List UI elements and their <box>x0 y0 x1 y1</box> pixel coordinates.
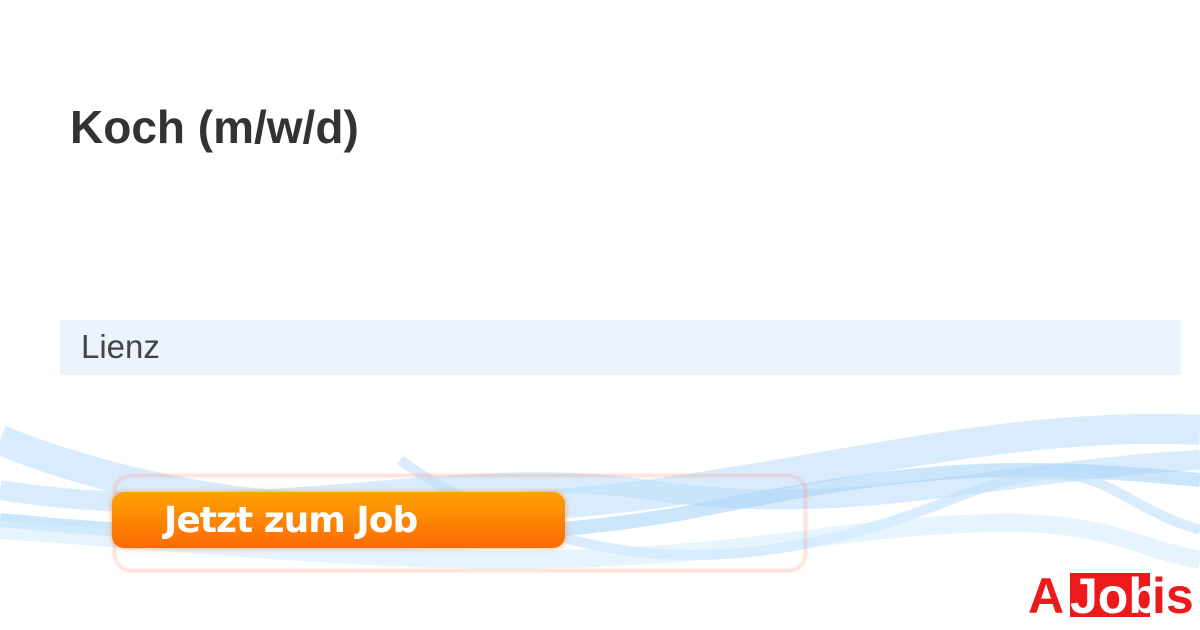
location-bar: Lienz <box>60 320 1181 375</box>
apply-job-button[interactable]: Jetzt zum Job <box>112 492 565 548</box>
apply-job-label: Jetzt zum Job <box>164 500 418 541</box>
job-title: Koch (m/w/d) <box>70 101 359 153</box>
location-text: Lienz <box>81 328 160 365</box>
